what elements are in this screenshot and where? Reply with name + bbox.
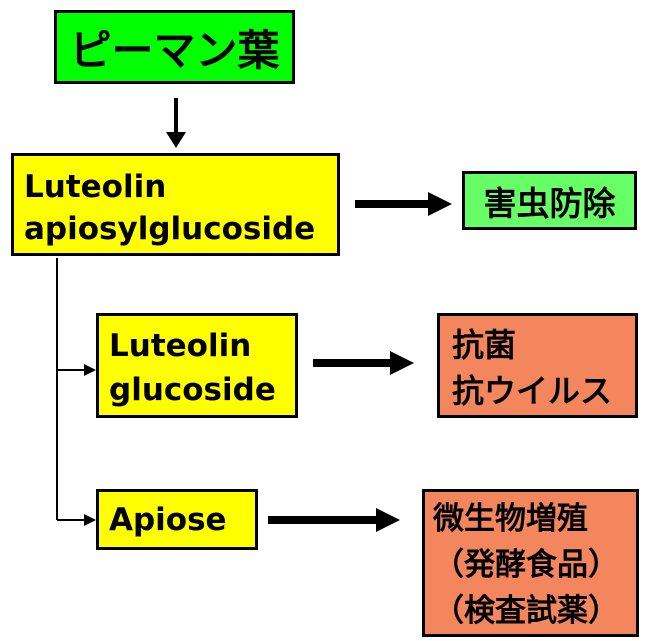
node-luteolin-glucoside: Luteolin glucoside: [96, 313, 298, 418]
node-source: ピーマン葉: [54, 10, 295, 84]
branch-arrowhead-apiose: [84, 514, 96, 526]
branch-arrowhead-glucoside: [84, 364, 96, 376]
arrowhead-insect-control: [428, 192, 452, 216]
node-apiosylglucoside-line1: Luteolin: [24, 169, 167, 205]
node-antibacterial: 抗菌 抗ウイルス: [437, 313, 638, 418]
node-source-label: ピーマン葉: [69, 25, 280, 75]
node-glucoside-line1: Luteolin: [109, 328, 252, 364]
node-apiose: Apiose: [96, 489, 258, 550]
node-apiosylglucoside-line2: apiosylglucoside: [24, 211, 316, 247]
node-glucoside-line2: glucoside: [109, 372, 276, 408]
arrowhead-microbe: [376, 508, 400, 532]
node-microbe-line2: （発酵食品）: [433, 547, 619, 583]
node-insect-control: 害虫防除: [462, 171, 637, 230]
arrowhead-source: [166, 132, 186, 148]
node-microbe: 微生物増殖 （発酵食品） （検査試薬）: [422, 489, 639, 637]
node-luteolin-apiosylglucoside: Luteolin apiosylglucoside: [11, 153, 340, 256]
node-apiose-label: Apiose: [109, 501, 227, 538]
node-microbe-line3: （検査試薬）: [433, 593, 619, 629]
node-antibacterial-line1: 抗菌: [452, 326, 517, 364]
node-insect-control-label: 害虫防除: [483, 183, 616, 223]
node-antibacterial-line2: 抗ウイルス: [452, 372, 613, 410]
node-microbe-line1: 微生物増殖: [433, 501, 588, 537]
arrowhead-antibacterial: [390, 351, 414, 375]
